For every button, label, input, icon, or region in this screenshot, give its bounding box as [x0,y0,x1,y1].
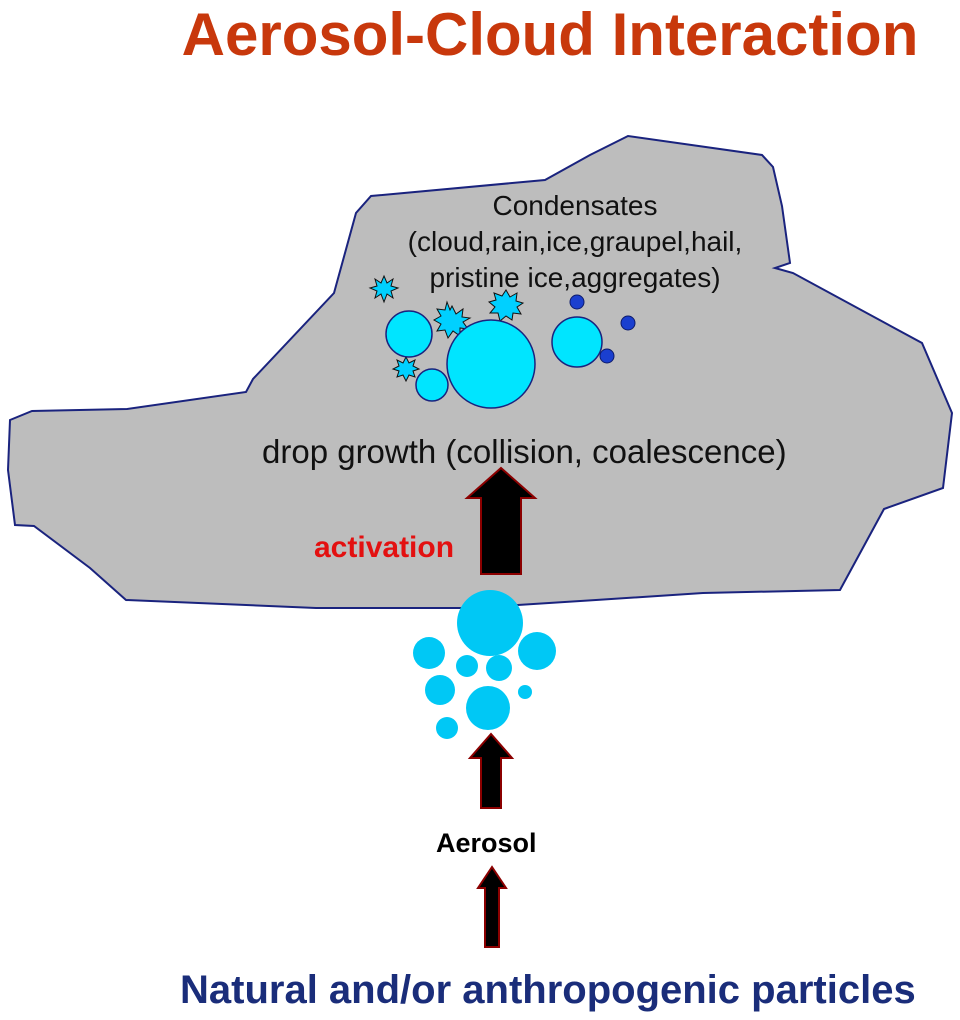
activation-label: activation [314,531,455,564]
drop-growth-label: drop growth (collision, coalescence) [262,433,787,470]
up-arrow-icon [467,732,515,809]
aerosol-particle-icon [486,655,512,681]
condensates-label: Condensates (cloud,rain,ice,graupel,hail… [390,188,760,296]
aerosol-particle-icon [425,675,455,705]
aerosol-particle-icon [466,686,510,730]
ice-crystal-icon [487,289,525,322]
cloud-droplet-icon [415,368,449,402]
up-arrow-icon [464,466,538,575]
cloud-droplet-icon [446,319,536,409]
aerosol-particle-icon [457,590,523,656]
up-arrow-icon [476,865,508,948]
particle-source-label: Natural and/or anthropogenic particles [180,968,916,1012]
condensates-heading: Condensates [492,190,658,221]
aerosol-particle-icon [456,655,478,677]
ice-crystal-icon [391,355,421,383]
rain-drop-icon [620,315,636,331]
aerosol-particle-icon [436,717,458,739]
aerosol-label: Aerosol [436,828,537,858]
cloud-droplet-icon [551,316,603,368]
diagram-title: Aerosol-Cloud Interaction [181,1,919,68]
aerosol-particle-icon [413,637,445,669]
ice-crystal-icon [432,300,472,340]
aerosol-particle-icon [518,632,556,670]
condensates-types-line2: pristine ice,aggregates) [429,262,721,293]
ice-crystal-icon [368,274,400,304]
cloud-droplet-icon [385,310,433,358]
aerosol-particle-icon [518,685,532,699]
condensates-types-line1: (cloud,rain,ice,graupel,hail, [407,226,743,257]
rain-drop-icon [599,348,615,364]
rain-drop-icon [569,294,585,310]
